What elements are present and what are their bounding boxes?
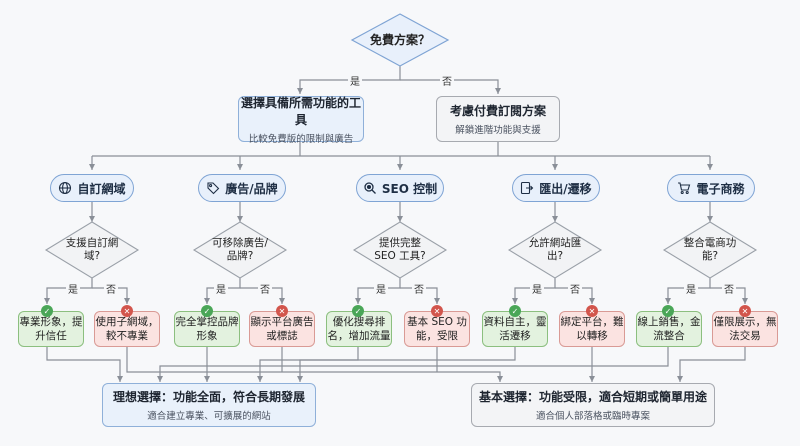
free-path-title: 選擇具備所需功能的工具 [240,95,361,127]
globe-icon [58,181,72,195]
edge-q2-no [240,287,285,304]
edge-y1-ideal [46,346,123,382]
outcome-no-3: 基本 SEO 功能，受限 [404,311,470,347]
yes-label-2: 是 [214,281,228,296]
tag-icon [206,181,220,195]
outcome-text: 專業形象，提升信任 [19,315,83,342]
paid-path-box: 考慮付費訂閱方案 解鎖進階功能與支援 [436,96,560,142]
outcome-text: 使用子網域，較不專業 [95,315,159,342]
cross-icon: ✕ [739,305,751,317]
no-label-2: 否 [258,281,272,296]
ideal-title: 理想選擇：功能全面，符合長期發展 [112,390,305,404]
outcome-yes-5: 線上銷售，金流整合 [636,311,702,347]
edge-y3-ideal [297,346,359,382]
paid-path-subtitle: 解鎖進階功能與支援 [455,125,541,136]
category-label: SEO 控制 [381,181,438,196]
decision-diamond-1 [44,221,140,279]
free-path-subtitle: 比較免費版的限制與廣告 [248,133,354,145]
outcome-text: 顯示平台廣告或標誌 [250,315,314,342]
diamond-shapes [44,13,758,279]
basic-choice-box: 基本選擇：功能受限，適合短期或簡單用途 適合個人部落格或臨時專案 [471,383,715,427]
basic-subtitle: 適合個人部落格或臨時專案 [535,411,650,422]
top-question: 免費方案？ [369,32,430,47]
outcome-text: 線上銷售，金流整合 [637,315,701,342]
decision-diamond-2 [192,221,288,279]
category-ecommerce: 電子商務 [667,174,755,202]
outcome-text: 綁定平台，難以轉移 [560,315,624,342]
cart-icon [677,181,691,195]
no-label-3: 否 [412,281,426,296]
export-icon [520,181,534,195]
question-ecommerce: 整合電商功能? [683,236,737,262]
no-label-5: 否 [722,281,736,296]
check-icon: ✓ [201,305,213,317]
ideal-subtitle: 適合建立專業、可擴展的網站 [147,411,271,422]
ideal-choice-box: 理想選擇：功能全面，符合長期發展 適合建立專業、可擴展的網站 [102,383,316,427]
yes-label-3: 是 [374,281,388,296]
basic-title: 基本選擇：功能受限，適合短期或簡單用途 [478,390,707,404]
outcome-no-2: 顯示平台廣告或標誌 [249,311,315,347]
category-label: 自訂網域 [77,181,126,196]
decision-diamond-5 [662,221,758,279]
category-label: 匯出/遷移 [539,181,592,196]
outcome-no-1: 使用子網域，較不專業 [94,311,160,347]
edge-q5-no [710,287,748,304]
cross-icon: ✕ [586,305,598,317]
outcome-no-5: 僅限展示，無法交易 [712,311,778,347]
edge-q4-no [555,287,595,304]
edge-y5-ideal [157,346,669,382]
category-label: 廣告/品牌 [225,181,278,196]
edge-top-no [400,79,501,94]
check-icon: ✓ [352,305,364,317]
outcome-text: 基本 SEO 功能，受限 [407,315,467,342]
decision-diamond-3 [352,221,448,279]
top-decision-diamond [350,13,450,67]
top-no-label: 否 [440,73,454,88]
question-seo: 提供完整 SEO 工具? [374,236,426,262]
outcome-no-4: 綁定平台，難以轉移 [559,311,625,347]
question-ads-branding: 可移除廣告/品牌? [211,236,269,262]
yes-label-5: 是 [684,281,698,296]
no-label-4: 否 [568,281,582,296]
cross-icon: ✕ [431,305,443,317]
outcome-yes-3: 優化搜尋排名，增加流量 [326,311,392,347]
paid-path-title: 考慮付費訂閱方案 [449,104,546,118]
top-yes-label: 是 [348,73,362,88]
decision-diamond-4 [507,221,603,279]
question-export: 允許網站匯出? [528,236,582,262]
category-label: 電子商務 [696,181,745,196]
outcome-text: 優化搜尋排名，增加流量 [327,315,391,342]
outcome-yes-4: 資料自主，靈活遷移 [482,311,548,347]
category-ads-branding: 廣告/品牌 [198,174,286,202]
outcome-text: 完全掌控品牌形象 [175,315,239,342]
edge-n1-basic [126,346,503,382]
outcome-text: 僅限展示，無法交易 [713,315,777,342]
category-seo: SEO 控制 [356,174,444,202]
seo-search-icon [363,181,377,195]
outcome-text: 資料自主，靈活遷移 [483,315,547,342]
check-icon: ✓ [662,305,674,317]
free-path-box: 選擇具備所需功能的工具 比較免費版的限制與廣告 [238,95,364,145]
edge-n5-basic [677,346,746,382]
cross-icon: ✕ [121,305,133,317]
yes-label-1: 是 [66,281,80,296]
edge-q1-no [92,287,130,304]
check-icon: ✓ [509,305,521,317]
check-icon: ✓ [41,305,53,317]
question-custom-domain: 支援自訂網域? [65,236,119,262]
category-custom-domain: 自訂網域 [50,174,134,202]
cross-icon: ✕ [276,305,288,317]
no-label-1: 否 [104,281,118,296]
category-export: 匯出/遷移 [512,174,600,202]
yes-label-4: 是 [530,281,544,296]
edge-y4-ideal [257,346,516,382]
outcome-yes-1: 專業形象，提升信任 [18,311,84,347]
